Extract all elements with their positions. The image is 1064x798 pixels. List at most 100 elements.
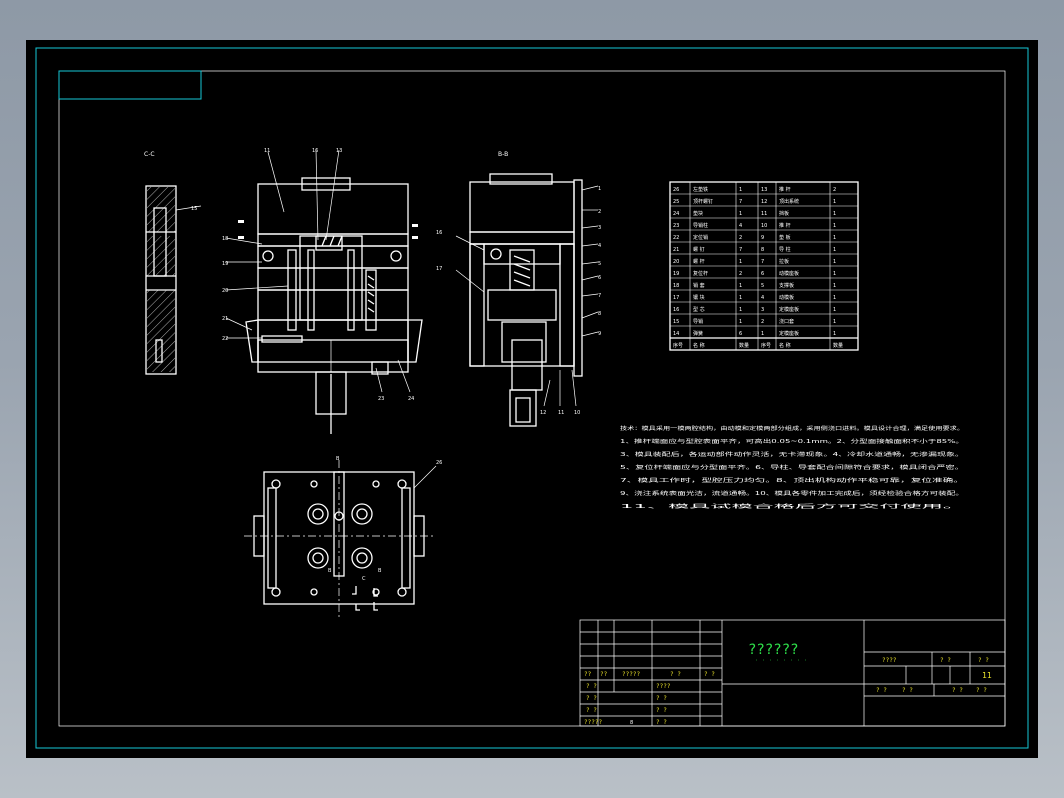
- balloon-11b: 11: [558, 410, 564, 416]
- tb-mid-3: ? ?: [656, 707, 667, 714]
- tb-scale-mark: 8: [630, 720, 633, 726]
- balloon-18: 18: [222, 236, 228, 242]
- corner-stamp-box: [58, 70, 202, 100]
- outer-frame: [35, 47, 1029, 749]
- parts-cell: 1: [739, 319, 742, 325]
- tb-col-4: ? ?: [704, 671, 715, 678]
- tb-sheet-number: 11: [982, 671, 992, 680]
- tb-left-1: ? ?: [586, 695, 597, 702]
- balloon-15: 15: [191, 206, 197, 212]
- parts-cell: 复位杆: [693, 270, 708, 277]
- parts-cell: 导销柱: [693, 222, 708, 229]
- balloon-6: 6: [598, 275, 601, 281]
- parts-cell: 2: [739, 235, 742, 241]
- parts-cell: 1: [833, 259, 836, 265]
- parts-cell: 2: [761, 319, 764, 325]
- parts-header-cell: 序号: [673, 342, 683, 349]
- tb-right-top-0: ????: [882, 657, 897, 664]
- balloon-13: 13: [336, 148, 342, 154]
- parts-cell: 挡板: [779, 210, 789, 217]
- parts-cell: 19: [673, 271, 679, 277]
- tb-col-1: ??: [600, 671, 608, 678]
- balloon-16a: 16: [312, 148, 318, 154]
- tb-right-top-2: ? ?: [978, 657, 989, 664]
- parts-cell: 15: [673, 319, 679, 325]
- parts-cell: 定模座板: [779, 306, 799, 313]
- parts-header-cell: 序号: [761, 342, 771, 349]
- drawing-sheet: C-C: [26, 40, 1038, 758]
- parts-cell: 12: [761, 199, 767, 205]
- parts-cell: 2: [739, 271, 742, 277]
- parts-cell: 垫块: [693, 210, 703, 217]
- balloon-12: 12: [540, 410, 546, 416]
- tb-col-3: ? ?: [670, 671, 681, 678]
- tb-left-0: ? ?: [586, 683, 597, 690]
- parts-cell: 1: [739, 259, 742, 265]
- tech-note-line: 9、浇注系统表面光洁，流道通畅。10、模具各零件加工完成后，须经检验合格方可装配…: [620, 490, 964, 497]
- part-balloons: 15 11 16 13 18 19 20 21 22 23 24 16 17 1…: [191, 148, 601, 466]
- balloon-4: 4: [598, 243, 601, 249]
- parts-cell: 1: [833, 211, 836, 217]
- balloon-22: 22: [222, 336, 228, 342]
- tb-mid-2: ? ?: [656, 695, 667, 702]
- balloon-24: 24: [408, 396, 414, 402]
- parts-cell: 推 杆: [779, 186, 791, 193]
- parts-cell: 螺 杆: [693, 258, 705, 265]
- parts-cell: 动模座板: [779, 270, 799, 277]
- parts-cell: 4: [739, 223, 742, 229]
- parts-cell: 25: [673, 199, 679, 205]
- tech-note-line: 1、推杆端面应与型腔表面平齐，可高出0.05~0.1mm。2、分型面接触面积不小…: [620, 438, 964, 445]
- parts-cell: 支撑板: [779, 282, 794, 289]
- parts-header-cell: 数量: [833, 342, 843, 349]
- parts-cell: 1: [833, 283, 836, 289]
- view-left-section: C-C: [144, 151, 202, 375]
- parts-cell: 6: [761, 271, 764, 277]
- parts-cell: 1: [833, 307, 836, 313]
- balloon-16b: 16: [436, 230, 442, 236]
- parts-cell: 1: [761, 331, 764, 337]
- parts-cell: 1: [833, 199, 836, 205]
- balloon-20: 20: [222, 288, 228, 294]
- parts-cell: 13: [761, 187, 767, 193]
- parts-cell: 垫 板: [779, 234, 791, 241]
- parts-cell: 10: [761, 223, 767, 229]
- title-block: ?? ?? ????? ? ? ? ? ? ? ? ? ? ? ????? ??…: [579, 619, 1006, 727]
- parts-cell: 1: [833, 295, 836, 301]
- parts-cell: 9: [761, 235, 764, 241]
- balloon-9: 9: [598, 331, 601, 337]
- tb-right-bottom-1: ? ?: [902, 687, 913, 694]
- parts-cell: 1: [833, 319, 836, 325]
- parts-cell: 5: [761, 283, 764, 289]
- parts-cell: 7: [739, 247, 742, 253]
- tech-note-line: 3、模具装配后，各运动部件动作灵活，无卡滞现象。4、冷却水道通畅，无渗漏现象。: [620, 451, 964, 458]
- parts-cell: 6: [739, 331, 742, 337]
- balloon-23: 23: [378, 396, 384, 402]
- balloon-19: 19: [222, 261, 228, 267]
- parts-cell: 1: [833, 331, 836, 337]
- parts-cell: 20: [673, 259, 679, 265]
- parts-cell: 拉板: [779, 258, 789, 265]
- tb-mid-4: ? ?: [656, 719, 667, 726]
- tech-note-line: 7、模具工作时，型腔压力均匀。8、顶出机构动作平稳可靠，复位准确。: [620, 477, 964, 484]
- parts-cell: 1: [833, 235, 836, 241]
- plan-cut-d: B: [378, 568, 382, 574]
- parts-cell: 1: [833, 271, 836, 277]
- parts-cell: 14: [673, 331, 679, 337]
- section-label-right: B-B: [498, 151, 508, 158]
- parts-cell: 23: [673, 223, 679, 229]
- balloon-17: 17: [436, 266, 442, 272]
- inner-border: [58, 70, 1006, 727]
- parts-header-cell: 数量: [739, 342, 749, 349]
- parts-cell: 1: [739, 295, 742, 301]
- parts-cell: 1: [739, 283, 742, 289]
- parts-header-cell: 名 称: [779, 342, 791, 349]
- parts-cell: 4: [761, 295, 764, 301]
- parts-cell: 17: [673, 295, 679, 301]
- tb-mid-0: ????: [656, 683, 671, 690]
- balloon-26: 26: [436, 460, 442, 466]
- parts-cell: 24: [673, 211, 679, 217]
- balloon-5: 5: [598, 261, 601, 267]
- parts-cell: 浇口套: [779, 318, 794, 325]
- parts-cell: 8: [761, 247, 764, 253]
- tech-note-line: 5、复位杆端面应与分型面平齐。6、导柱、导套配合间隙符合要求，模具闭合严密。: [620, 464, 964, 471]
